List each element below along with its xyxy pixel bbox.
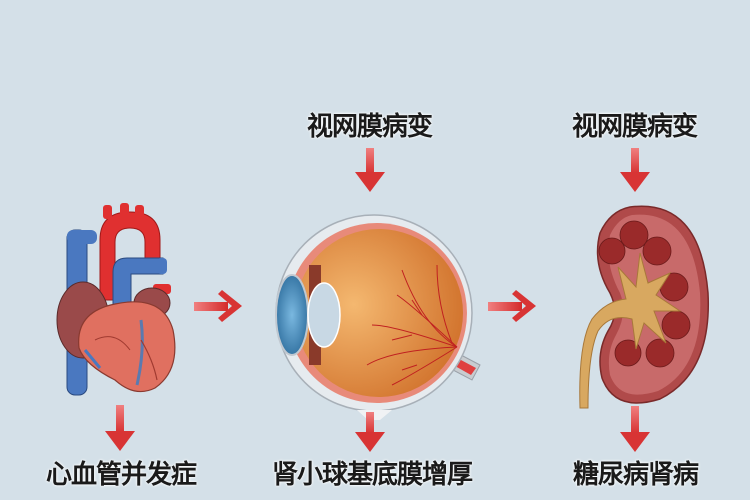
eye-top-label: 视网膜病变 [307, 112, 433, 142]
down-arrow-icon [355, 412, 385, 452]
heart-bottom-label: 心血管并发症 [46, 460, 197, 490]
eye-cross-section-icon [275, 214, 481, 420]
down-arrow-icon [355, 148, 385, 192]
kidney-bottom-label: 糖尿病肾病 [573, 460, 699, 490]
heart-icon [56, 203, 176, 396]
kidney-top-label: 视网膜病变 [572, 112, 698, 142]
down-arrow-icon [105, 405, 135, 451]
kidney-cross-section-icon [579, 205, 710, 409]
right-arrow-icon [488, 290, 536, 322]
right-arrow-icon [194, 290, 242, 322]
down-arrow-icon [620, 406, 650, 452]
down-arrow-icon [620, 148, 650, 192]
eye-bottom-label: 肾小球基底膜增厚 [272, 460, 473, 490]
